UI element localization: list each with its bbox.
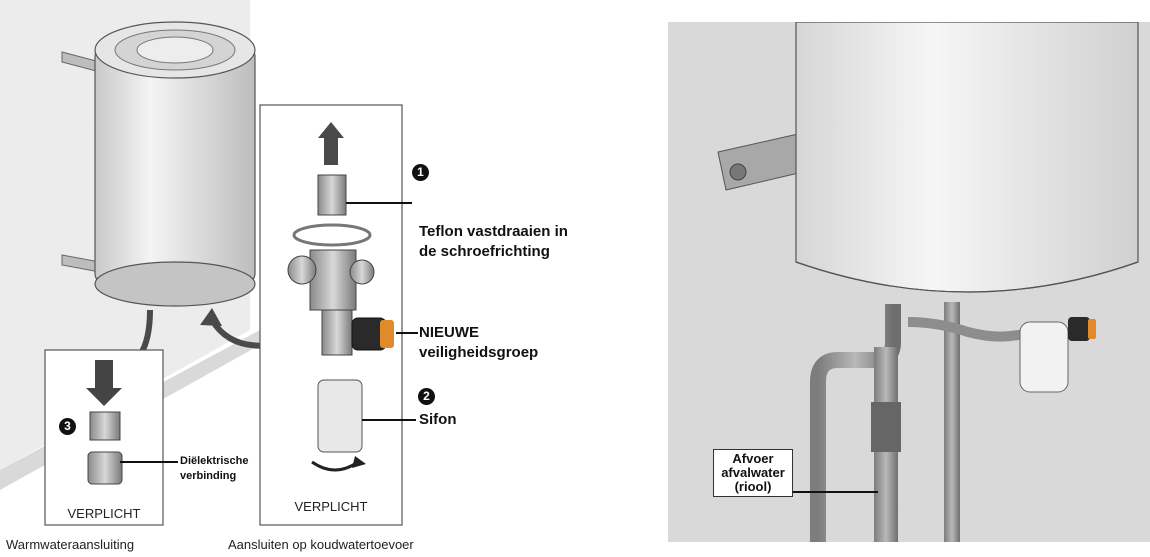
teflon-label: Teflon vastdraaien in de schroefrichting (419, 222, 568, 262)
step-3-marker: 3 (59, 418, 76, 435)
inlet-pipe (318, 175, 346, 215)
drain-pipe-collar (871, 402, 901, 452)
dielectric-label-line1: Diëlektrische (180, 454, 248, 469)
safety-label-line1: NIEUWE (419, 323, 538, 343)
water-heater-tank (95, 22, 255, 306)
left-illustration (0, 0, 600, 557)
step-1-marker: 1 (412, 164, 429, 181)
teflon-label-line1: Teflon vastdraaien in (419, 222, 568, 242)
dielectric-fitting (88, 452, 122, 484)
sifon-body (318, 380, 362, 452)
cold-box-required-label: VERPLICHT (260, 499, 402, 514)
drain-label-line2: afvalwater (714, 466, 792, 480)
warm-box-required-label: VERPLICHT (45, 506, 163, 521)
safety-label-line2: veiligheidsgroep (419, 343, 538, 363)
dielectric-label: Diëlektrische verbinding (180, 454, 248, 484)
right-illustration-panel: Afvoer afvalwater (riool) (668, 22, 1150, 557)
warm-water-caption: Warmwateraansluiting (6, 537, 134, 552)
sifon-label: Sifon (419, 411, 457, 428)
safety-group-label: NIEUWE veiligheidsgroep (419, 323, 538, 363)
warm-pipe-nipple (90, 412, 120, 440)
cold-water-caption: Aansluiten op koudwatertoevoer (228, 537, 414, 552)
safety-valve-knob (1068, 317, 1090, 341)
dielectric-label-line2: verbinding (180, 469, 248, 484)
cold-water-pipe (944, 302, 960, 542)
teflon-label-line2: de schroefrichting (419, 242, 568, 262)
drain-label-line1: Afvoer (714, 452, 792, 466)
cold-arrow-shaft (324, 135, 338, 165)
left-illustration-panel: 1 2 3 Teflon vastdraaien in de schroefri… (0, 0, 600, 557)
warm-arrow-shaft (95, 360, 113, 390)
installed-water-heater (796, 22, 1138, 292)
safety-valve-cap (1088, 319, 1096, 339)
drain-label-line3: (riool) (714, 480, 792, 494)
sifon-installed (1020, 322, 1068, 392)
step-2-marker: 2 (418, 388, 435, 405)
drain-label: Afvoer afvalwater (riool) (713, 449, 793, 497)
